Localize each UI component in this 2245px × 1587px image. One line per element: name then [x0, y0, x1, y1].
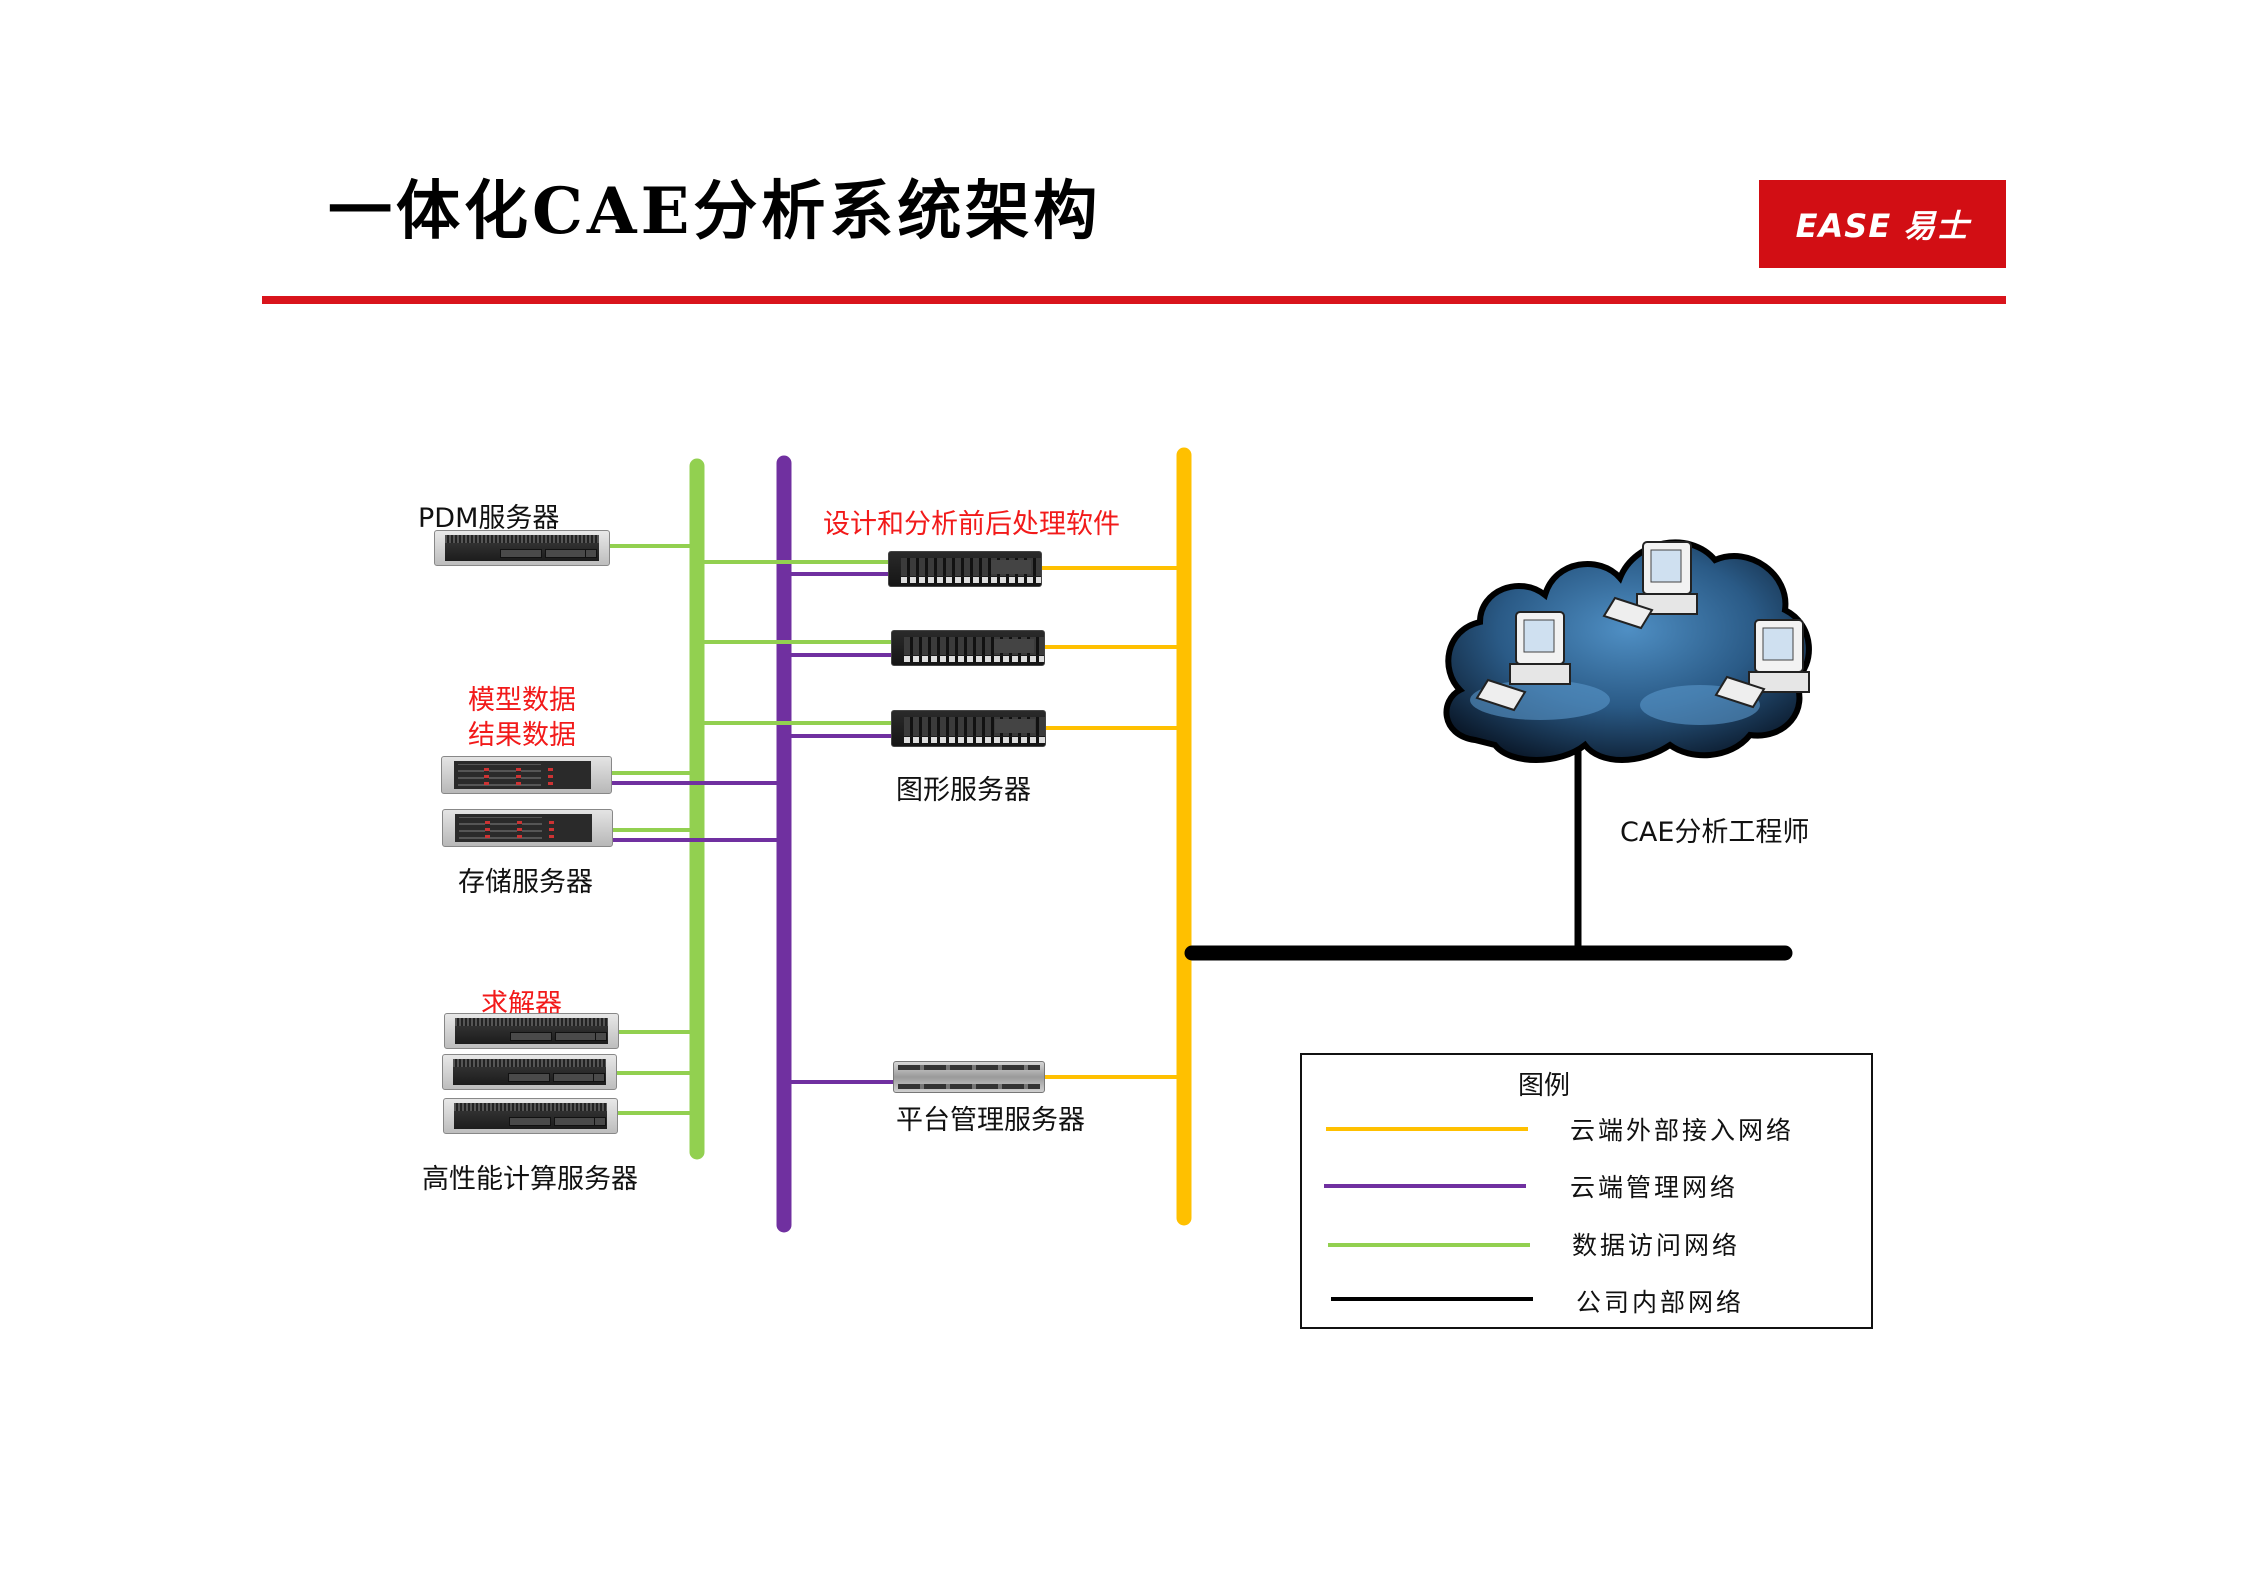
- result-data-caption: 结果数据: [468, 720, 576, 751]
- legend-line-management: [1324, 1184, 1526, 1188]
- page-title: 一体化CAE分析系统架构: [328, 174, 1102, 249]
- software-caption: 设计和分析前后处理软件: [823, 509, 1120, 540]
- hpc-server-icon: [444, 1013, 619, 1049]
- legend-line-data: [1328, 1243, 1530, 1247]
- hpc-server-icon: [443, 1098, 618, 1134]
- graphics-server-icon: [888, 551, 1042, 587]
- legend-label-data: 数据访问网络: [1572, 1231, 1741, 1260]
- storage-server-label: 存储服务器: [458, 867, 593, 898]
- graphics-server-label: 图形服务器: [896, 775, 1031, 806]
- platform-server-icon: [893, 1061, 1045, 1093]
- hpc-server-icon: [442, 1054, 617, 1090]
- pdm-server-label: PDM服务器: [418, 503, 560, 534]
- legend-title: 图例: [1518, 1071, 1571, 1101]
- platform-server-label: 平台管理服务器: [896, 1105, 1085, 1136]
- model-data-caption: 模型数据: [468, 685, 576, 716]
- graphics-server-icon: [891, 710, 1046, 747]
- header-divider: [262, 296, 2006, 304]
- ease-logo: EASE 易士: [1759, 180, 2006, 268]
- workstation-icon: [1602, 541, 1698, 630]
- legend-label-external: 云端外部接入网络: [1570, 1116, 1795, 1145]
- workstation-icon: [1475, 611, 1571, 712]
- legend-line-external: [1326, 1127, 1528, 1131]
- legend-label-internal: 公司内部网络: [1576, 1288, 1745, 1317]
- pdm-server-icon: [434, 530, 610, 566]
- legend-label-management: 云端管理网络: [1570, 1173, 1739, 1202]
- legend-line-internal: [1331, 1297, 1533, 1301]
- cae-engineer-label: CAE分析工程师: [1620, 817, 1810, 848]
- workstation-icon: [1714, 619, 1810, 709]
- storage-server-icon: [442, 809, 613, 847]
- graphics-server-icon: [891, 630, 1045, 666]
- legend: 图例 云端外部接入网络 云端管理网络 数据访问网络 公司内部网络: [1300, 1053, 1873, 1329]
- storage-server-icon: [441, 756, 612, 794]
- hpc-server-label: 高性能计算服务器: [422, 1164, 638, 1195]
